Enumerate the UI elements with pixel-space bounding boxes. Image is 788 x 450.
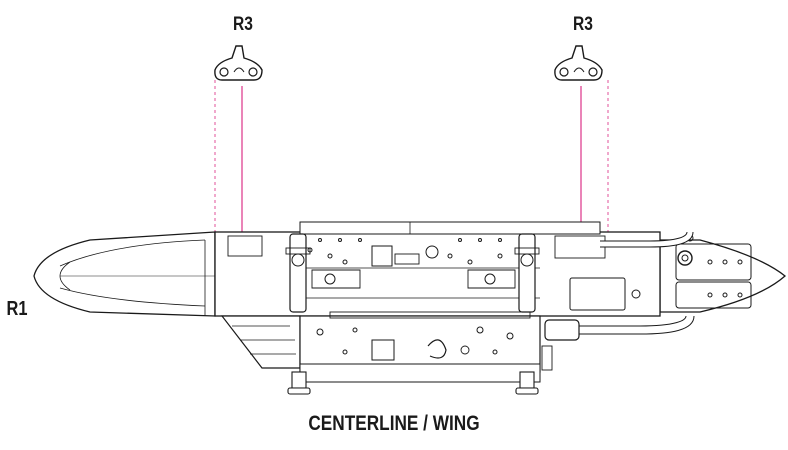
- caption-label: CENTERLINE / WING: [308, 412, 480, 435]
- r1-label: R1: [6, 298, 28, 320]
- sway-brace-feet: [287, 371, 539, 395]
- pylon-body: [214, 221, 661, 317]
- nose-cone: [33, 231, 216, 317]
- alignment-guides: [214, 80, 609, 232]
- tail-cone: [659, 234, 787, 313]
- lower-rack: [220, 311, 553, 383]
- hose: [544, 231, 695, 341]
- r3-label-right: R3: [573, 14, 593, 35]
- fitting-posts: [285, 233, 540, 313]
- r3-label-left: R3: [233, 14, 253, 35]
- r3-bracket-right: [554, 45, 603, 81]
- r3-bracket-left: [214, 45, 263, 81]
